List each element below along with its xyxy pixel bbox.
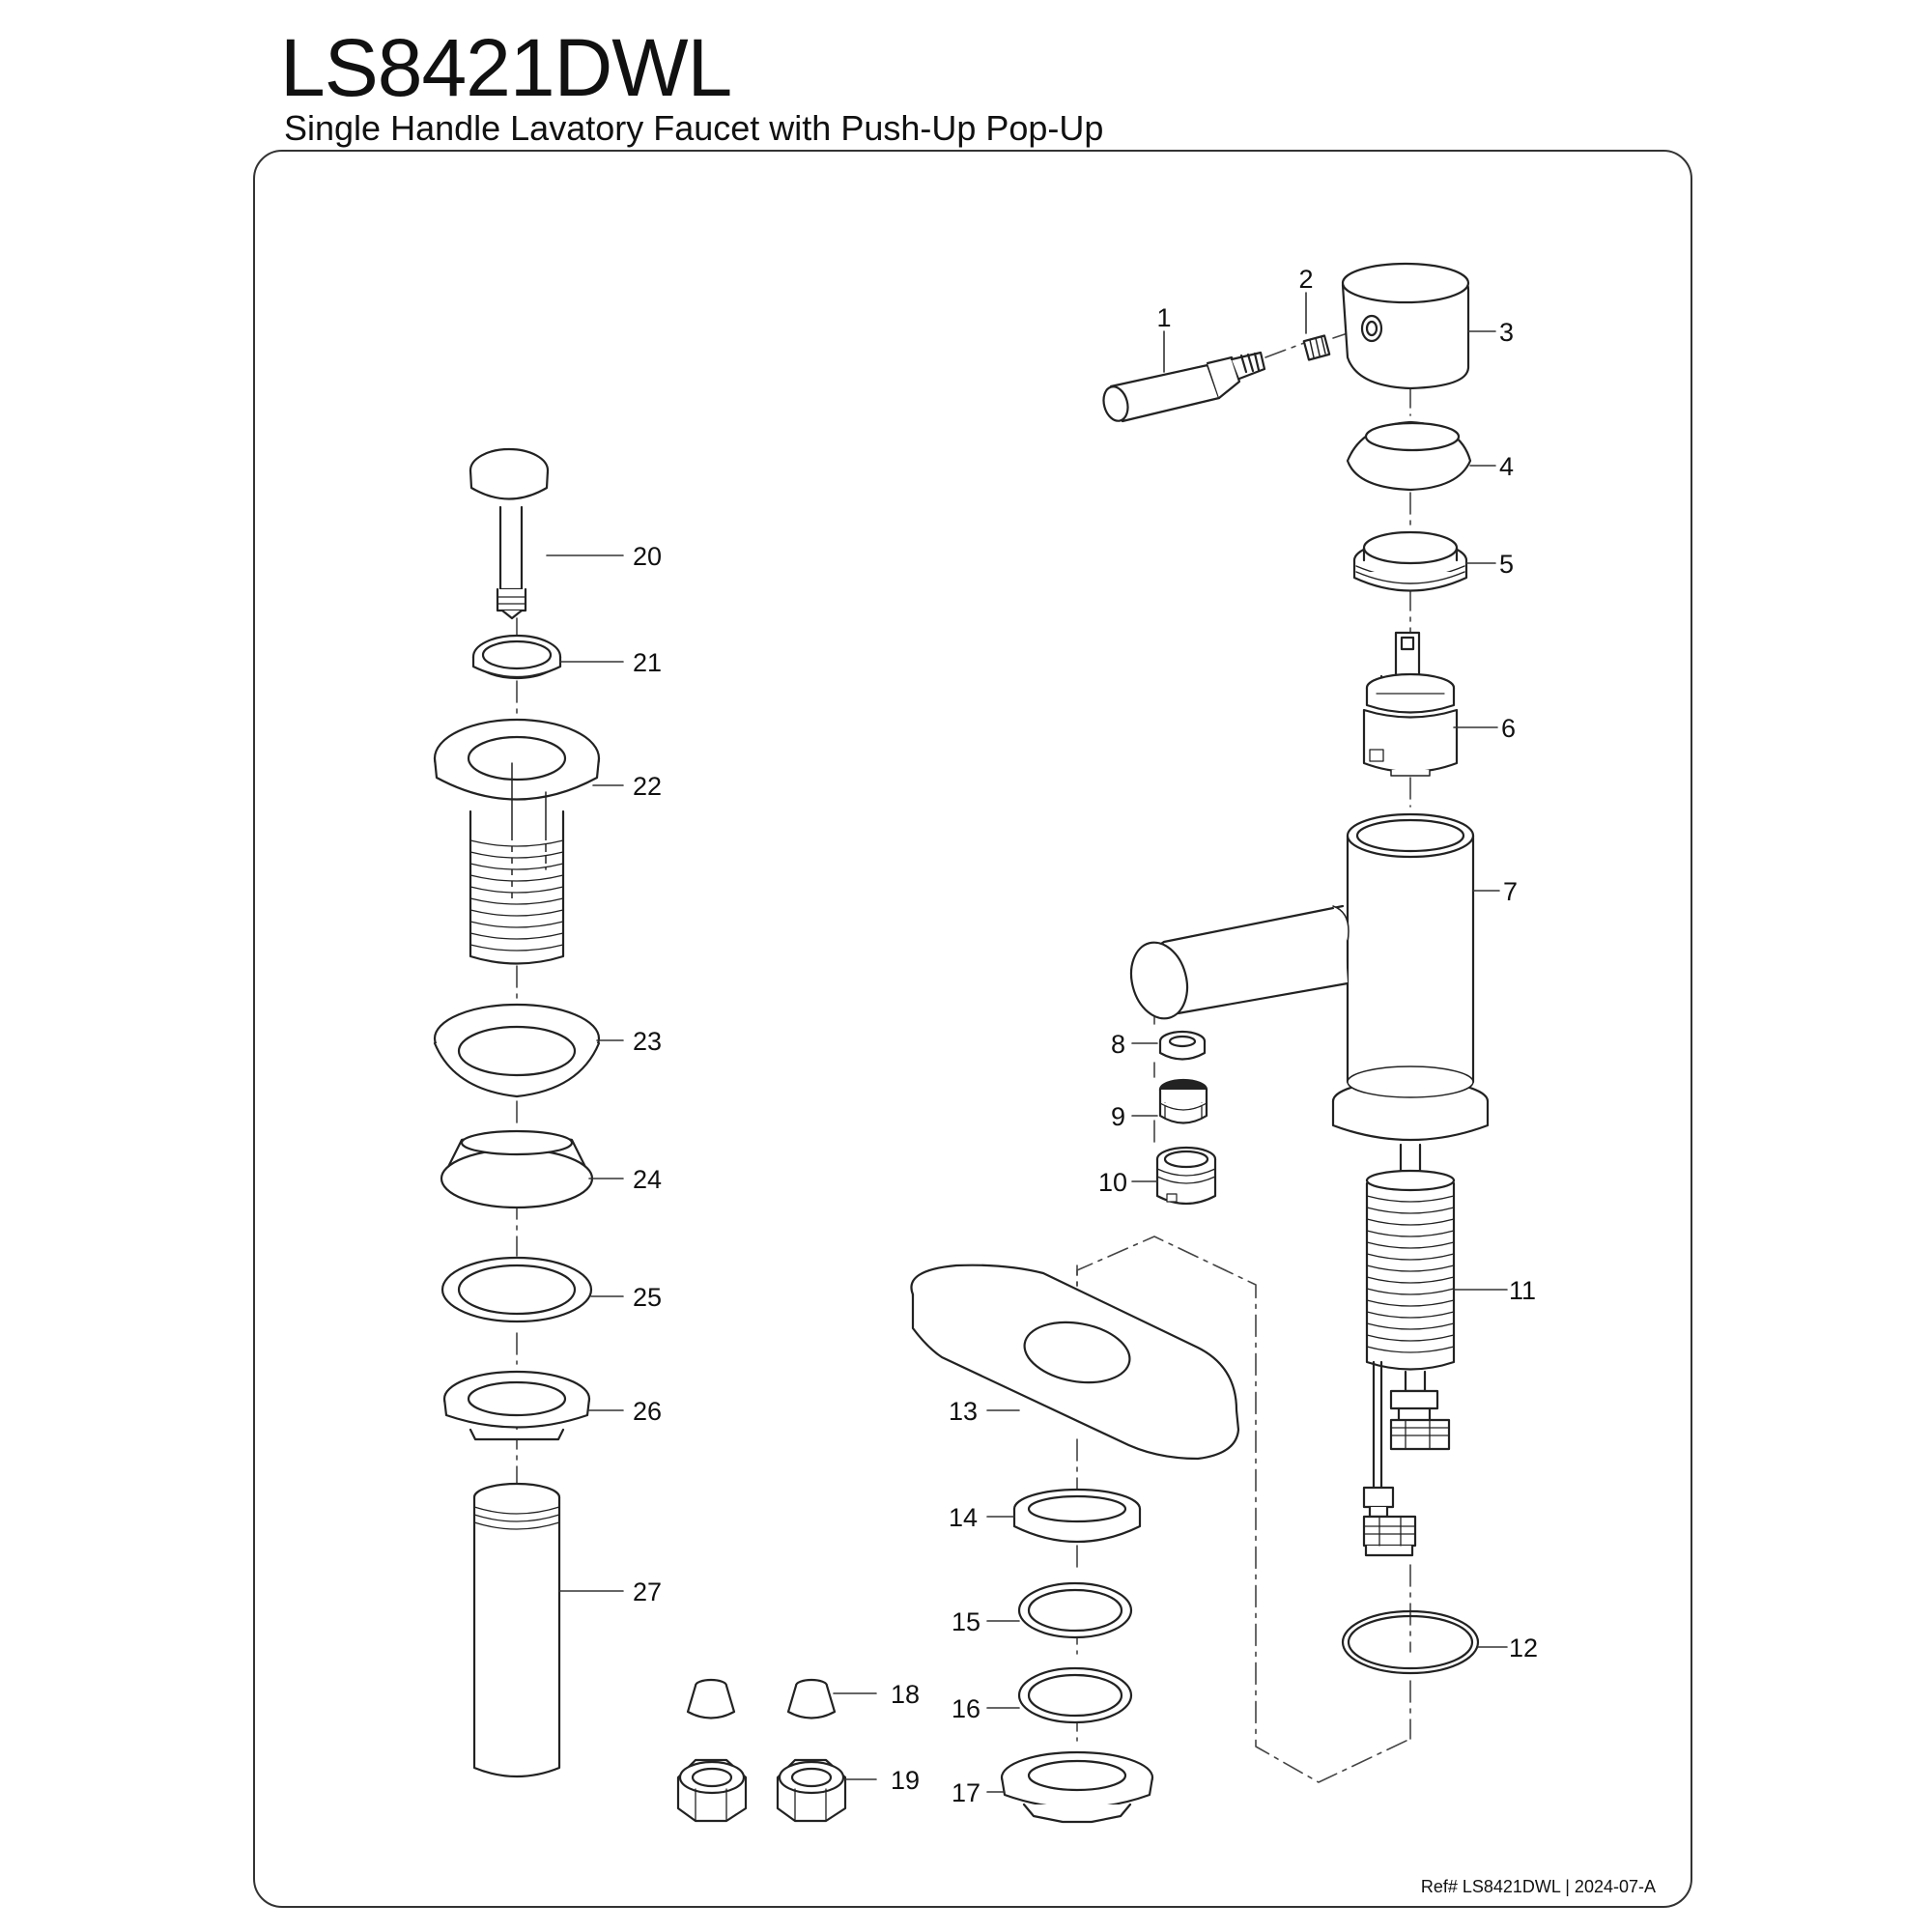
part-10-aerator-housing — [1155, 1146, 1217, 1206]
part-label-15: 15 — [952, 1607, 980, 1636]
part-24-cone-washer — [440, 1129, 594, 1209]
diagram-frame — [253, 150, 1692, 1908]
part-label-22: 22 — [633, 772, 662, 801]
part-22-drain-flange-body — [433, 718, 601, 965]
part-4-cap-dome — [1346, 420, 1472, 492]
part-26-lock-nut — [442, 1370, 591, 1441]
part-label-11: 11 — [1509, 1276, 1536, 1305]
part-12-oring — [1341, 1609, 1480, 1675]
part-label-2: 2 — [1298, 265, 1313, 294]
leader-lines — [546, 292, 1508, 1793]
part-label-27: 27 — [633, 1577, 662, 1606]
part-6-cartridge — [1362, 631, 1459, 777]
part-8-aerator-washer — [1158, 1030, 1207, 1061]
page-title: LS8421DWL — [280, 22, 732, 113]
part-label-24: 24 — [633, 1165, 662, 1194]
part-label-14: 14 — [949, 1503, 978, 1532]
reference-number: Ref# LS8421DWL | 2024-07-A — [1420, 1877, 1656, 1896]
part-label-19: 19 — [891, 1766, 920, 1795]
part-17-mounting-nut — [1000, 1750, 1154, 1824]
page-subtitle: Single Handle Lavatory Faucet with Push-… — [284, 108, 1104, 148]
part-16-washer — [1017, 1666, 1133, 1724]
part-20-popup-stopper — [469, 447, 550, 620]
part-11-threaded-shank — [1362, 1143, 1456, 1557]
part-15-washer — [1017, 1581, 1133, 1639]
part-label-4: 4 — [1499, 452, 1514, 481]
part-3-handle-body — [1341, 262, 1470, 390]
part-label-23: 23 — [633, 1027, 662, 1056]
part-5-bonnet-nut — [1352, 530, 1468, 592]
part-7-faucet-body — [1129, 812, 1490, 1142]
part-23-cone-gasket — [433, 1003, 601, 1098]
part-label-7: 7 — [1503, 877, 1518, 906]
part-label-21: 21 — [633, 648, 662, 677]
part-label-3: 3 — [1499, 318, 1514, 347]
part-label-17: 17 — [952, 1778, 980, 1807]
part-label-12: 12 — [1509, 1634, 1538, 1662]
part-label-10: 10 — [1098, 1168, 1127, 1197]
part-1-handle-lever — [1102, 351, 1266, 423]
part-label-8: 8 — [1111, 1030, 1125, 1059]
part-9-aerator-insert — [1158, 1078, 1208, 1124]
part-14-gasket — [1012, 1488, 1142, 1544]
part-label-18: 18 — [891, 1680, 920, 1709]
part-label-25: 25 — [633, 1283, 662, 1312]
part-2-set-screw — [1302, 334, 1331, 361]
part-label-9: 9 — [1111, 1102, 1125, 1131]
part-label-13: 13 — [949, 1397, 978, 1426]
part-label-20: 20 — [633, 542, 662, 571]
part-25-flat-washer — [440, 1256, 593, 1323]
part-labels: 1 2 3 4 5 6 7 8 9 10 11 12 13 14 15 16 1… — [633, 265, 1538, 1807]
part-13-deck-plate — [910, 1264, 1240, 1461]
part-label-1: 1 — [1156, 303, 1171, 332]
part-18-compression-sleeve — [686, 1678, 837, 1719]
part-19-compression-nut — [676, 1758, 847, 1823]
part-27-tailpiece — [472, 1482, 561, 1778]
part-label-5: 5 — [1499, 550, 1514, 579]
part-label-6: 6 — [1501, 714, 1516, 743]
part-21-stopper-gasket — [471, 634, 562, 680]
part-label-26: 26 — [633, 1397, 662, 1426]
part-label-16: 16 — [952, 1694, 980, 1723]
